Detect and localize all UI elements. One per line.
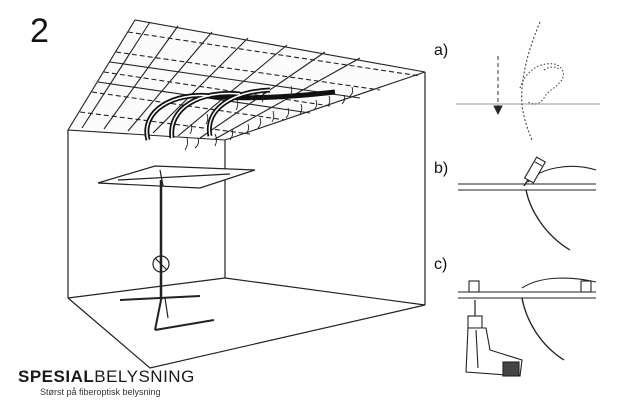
fiber-strands	[184, 85, 354, 151]
panel-label-a: a)	[434, 42, 449, 59]
panel-label-b: b)	[434, 160, 449, 177]
brand-logo: SPESIALBELYSNING	[18, 367, 195, 387]
fiber-bundles	[144, 87, 336, 141]
ceiling-grid	[67, 19, 426, 141]
panel-label-c: c)	[434, 256, 448, 273]
brand-tagline: Størst på fiberoptisk belysning	[40, 387, 161, 397]
cutter-tool-icon	[523, 156, 547, 187]
panel-lift	[97, 165, 256, 331]
room-illustration	[67, 72, 426, 369]
panel-b-illustration	[458, 156, 597, 251]
panel-c-illustration	[458, 277, 597, 377]
brand-name-regular: BELYSNING	[94, 367, 195, 386]
panel-a-illustration	[456, 21, 600, 141]
drill-icon	[465, 300, 523, 377]
brand-name-bold: SPESIAL	[18, 367, 95, 386]
step-number: 2	[30, 12, 49, 50]
